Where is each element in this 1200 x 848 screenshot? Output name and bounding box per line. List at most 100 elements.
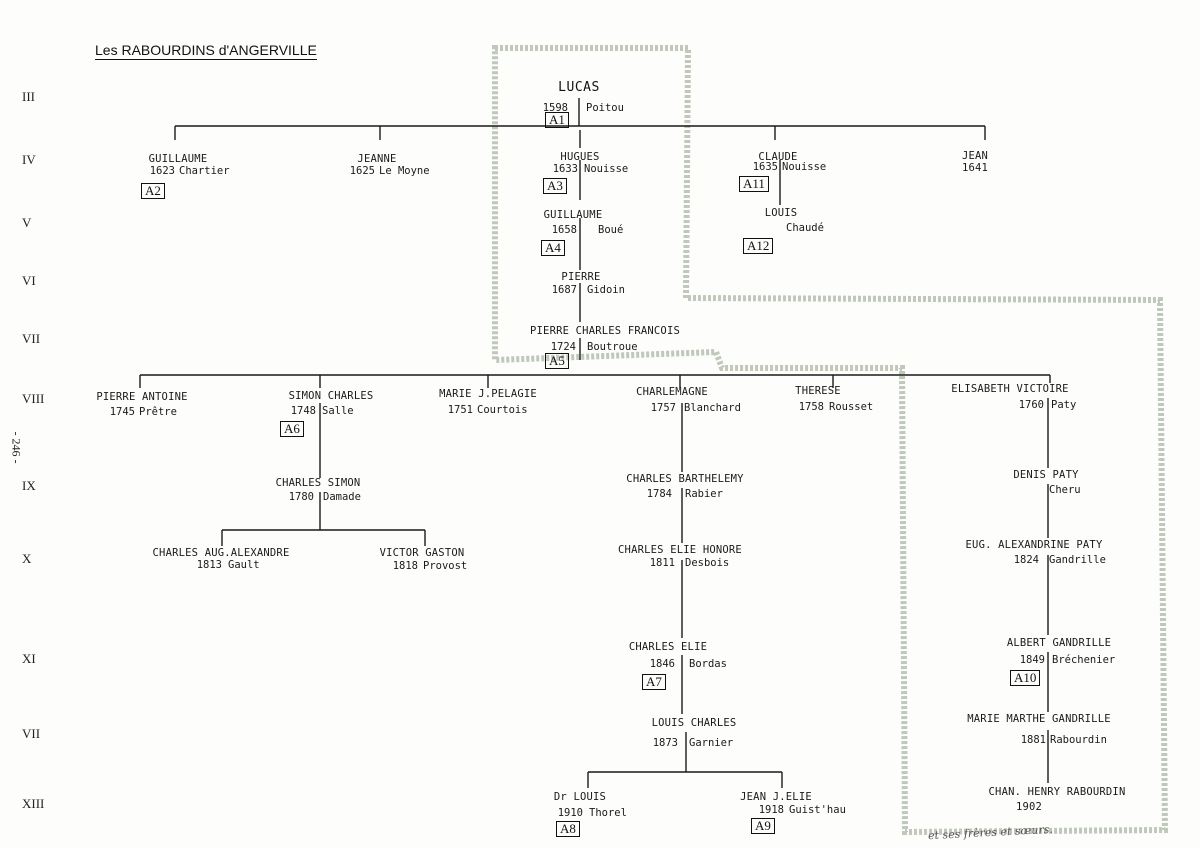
person-name: EUG. ALEXANDRINE PATY — [965, 539, 1103, 551]
person-name: LOUIS — [764, 207, 798, 219]
person-spouse: Boué — [598, 224, 624, 236]
person-name: MARIE MARTHE GANDRILLE — [967, 713, 1111, 725]
person-spouse: Gidoin — [587, 284, 625, 296]
person-name: GUILLAUME — [148, 153, 208, 165]
person-spouse: Cheru — [1049, 484, 1081, 496]
person-year: 1910 — [557, 807, 583, 819]
person-year: 1641 — [961, 162, 989, 174]
person-year: 1918 — [758, 804, 784, 816]
person-spouse: Garnier — [689, 737, 734, 749]
reference-box: A1 — [545, 112, 569, 128]
person-name: JEANNE — [357, 153, 397, 165]
person-name: JEAN — [961, 150, 989, 162]
person-spouse: Blanchard — [684, 402, 741, 414]
reference-box: A12 — [743, 238, 774, 254]
person-name: CHAN. HENRY RABOURDIN — [988, 786, 1126, 798]
generation-label: VII — [22, 726, 41, 741]
person-year: 1846 — [649, 658, 675, 670]
person-name: HUGUES — [560, 151, 600, 163]
person-year: 1598 — [542, 102, 568, 114]
person-year: 1780 — [288, 491, 314, 503]
person-name: PIERRE CHARLES FRANCOIS — [530, 325, 680, 337]
person-spouse: Nouisse — [584, 163, 629, 175]
generation-label: VIII — [22, 391, 45, 406]
person-year: 1748 — [290, 405, 316, 417]
person-spouse: Courtois — [477, 404, 528, 416]
person-year: 1811 — [649, 557, 675, 569]
person-year: 1824 — [1013, 554, 1039, 566]
person-year: 1757 — [650, 402, 676, 414]
generation-label: IX — [22, 478, 36, 493]
reference-box: A8 — [556, 821, 580, 837]
person-name: Dr LOUIS — [553, 791, 607, 803]
person-name: CHARLES ELIE — [628, 641, 708, 653]
person-year: 1625 — [349, 165, 375, 177]
generation-label: XIII — [22, 796, 45, 811]
person-year: 1623 — [149, 165, 175, 177]
person-name: SIMON CHARLES — [288, 390, 374, 402]
reference-box: A5 — [545, 353, 569, 369]
generation-label: IV — [22, 152, 36, 167]
person-spouse: Gandrille — [1049, 554, 1106, 566]
generation-label: V — [22, 215, 32, 230]
person-spouse: Rabourdin — [1050, 734, 1107, 746]
generation-label: VII — [22, 331, 41, 346]
pencil-highlight-outline — [492, 45, 1169, 836]
person-year: 1818 — [392, 560, 418, 572]
generation-label: XI — [22, 651, 36, 666]
person-year: 1758 — [798, 401, 824, 413]
person-year: 1687 — [551, 284, 577, 296]
person-spouse: Nouisse — [782, 161, 827, 173]
person-name: PIERRE — [561, 271, 601, 283]
person-spouse: Rousset — [829, 401, 874, 413]
person-spouse: Damade — [323, 491, 361, 503]
generation-label: X — [22, 551, 32, 566]
person-name: GUILLAUME — [543, 209, 603, 221]
person-spouse: Boutroue — [587, 341, 638, 353]
person-year: 1658 — [551, 224, 577, 236]
reference-box: A2 — [141, 183, 165, 199]
person-name: CLAUDE — [758, 151, 798, 163]
person-year: 1724 — [550, 341, 576, 353]
person-year: 1635 — [752, 161, 778, 173]
person-year: 1813 — [196, 559, 222, 571]
person-year: 1784 — [646, 488, 672, 500]
person-spouse: Bordas — [689, 658, 727, 670]
person-name: LUCAS — [558, 80, 600, 95]
person-year: 1751 — [447, 404, 473, 416]
person-name: ELISABETH VICTOIRE — [951, 383, 1069, 395]
reference-box: A6 — [280, 421, 304, 437]
person-year: 1760 — [1018, 399, 1044, 411]
person-spouse: Gault — [228, 559, 260, 571]
person-spouse: Salle — [322, 405, 354, 417]
person-spouse: Thorel — [589, 807, 627, 819]
generation-label: VI — [22, 273, 36, 288]
reference-box: A9 — [751, 818, 775, 834]
person-name: DENIS PATY — [1013, 469, 1079, 481]
person-year: 1849 — [1019, 654, 1045, 666]
reference-box: A11 — [739, 176, 769, 192]
person-spouse: Chaudé — [786, 222, 824, 234]
person-name: CHARLEMAGNE — [636, 386, 708, 398]
reference-box: A3 — [543, 178, 567, 194]
person-name: THERESE — [795, 385, 841, 397]
person-spouse: Le Moyne — [379, 165, 430, 177]
person-name: LOUIS CHARLES — [651, 717, 737, 729]
person-name: ALBERT GANDRILLE — [1006, 637, 1112, 649]
person-name: JEAN J.ELIE — [740, 791, 812, 803]
person-name: CHARLES SIMON — [275, 477, 361, 489]
person-name: VICTOR GASTON — [379, 547, 465, 559]
reference-box: A10 — [1010, 670, 1041, 686]
person-spouse: Bréchenier — [1052, 654, 1116, 666]
person-spouse: Guist'hau — [789, 804, 846, 816]
person-name: CHARLES AUG.ALEXANDRE — [152, 547, 290, 559]
person-spouse: Desbois — [685, 557, 730, 569]
person-spouse: Prêtre — [139, 406, 177, 418]
person-year: 1881 — [1020, 734, 1046, 746]
person-year: 1873 — [652, 737, 678, 749]
person-spouse: Provost — [423, 560, 468, 572]
reference-box: A4 — [541, 240, 565, 256]
reference-box: A7 — [642, 674, 666, 690]
